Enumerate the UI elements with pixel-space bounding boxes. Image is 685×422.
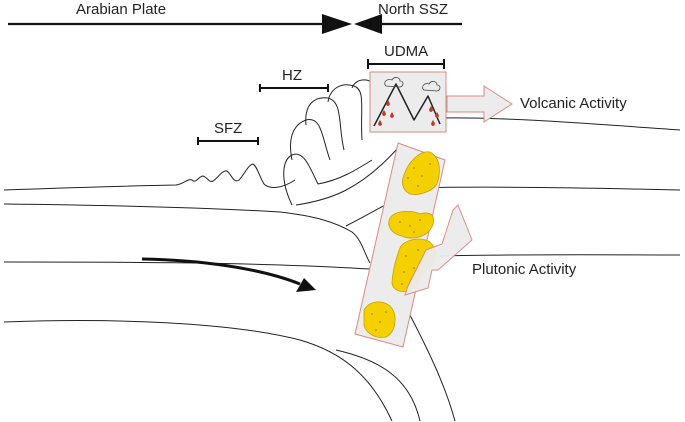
udma-volcanic-box [369, 71, 447, 133]
volcanic-activity-arrow [446, 85, 513, 123]
sfz-label: SFZ [214, 120, 243, 137]
hz-label: HZ [282, 67, 302, 84]
hz-fold-belt [283, 79, 399, 206]
udma-bar [367, 59, 445, 69]
plutonic-activity-arrow [404, 204, 473, 296]
subduction-arrow [141, 257, 316, 292]
north-ssz-arrow [354, 14, 462, 34]
pluton-4 [363, 301, 396, 338]
hz-bar [259, 84, 329, 92]
plutonic-activity-label: Plutonic Activity [472, 261, 577, 278]
north-ssz-label: North SSZ [378, 1, 449, 18]
volcanic-activity-label: Volcanic Activity [520, 95, 627, 112]
sfz-bar [197, 137, 259, 145]
udma-label: UDMA [384, 43, 429, 60]
pluton-2 [388, 210, 434, 239]
arabian-plate-arrow [8, 14, 352, 34]
lava-drops [378, 100, 439, 126]
pluton-1 [402, 151, 440, 195]
crust-layer-lines [3, 117, 681, 422]
arabian-plate-label: Arabian Plate [76, 1, 167, 18]
pluton-bodies [363, 151, 440, 338]
